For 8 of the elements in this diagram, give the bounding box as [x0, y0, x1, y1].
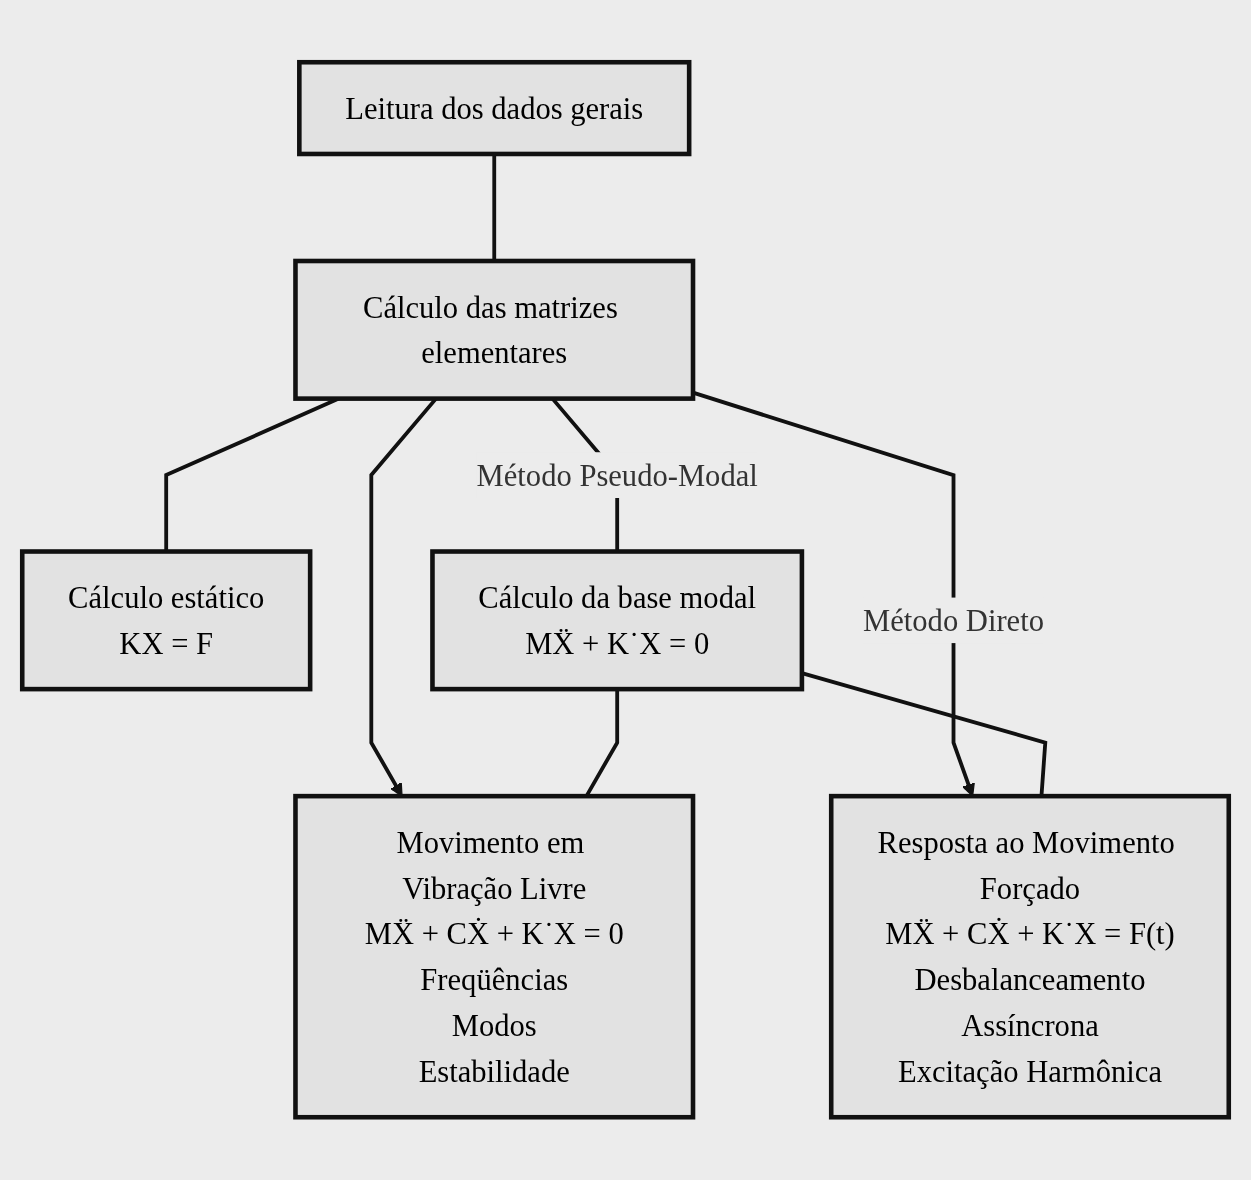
edge-label: Método Pseudo-Modal [476, 458, 758, 493]
node-box: Leitura dos dados gerais [297, 60, 692, 157]
node-box: Cálculo das matrizes elementares [293, 258, 696, 402]
node-box: Cálculo estático KX = F [19, 549, 313, 692]
node-box: Movimento em Vibração Livre MẌ + CẊ + K˙X = 0 Freqüências Modos Estabilidade [293, 794, 696, 1120]
node-box: Resposta ao Movimento Forçado MẌ + CẊ + K˙X = F(t) Desbalanceamento Assíncrona Excitação Harmônica [828, 794, 1232, 1120]
edge-label: Método Direto [863, 603, 1044, 638]
node-box: Cálculo da base modal MẌ + K˙X = 0 [430, 549, 805, 692]
